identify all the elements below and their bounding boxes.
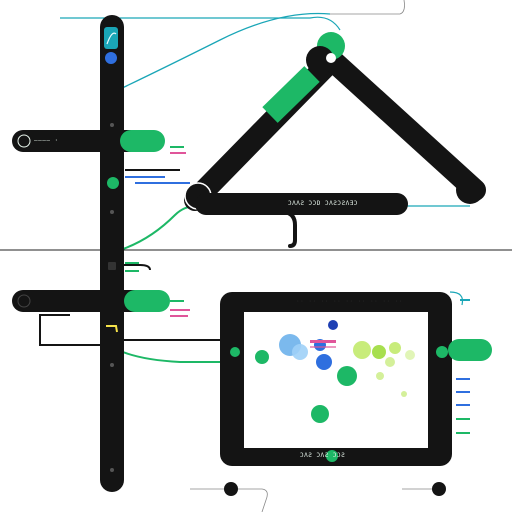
top-right-hairline <box>330 0 405 15</box>
vertical-spine <box>100 15 124 492</box>
bottom-right-dot[interactable] <box>432 482 446 496</box>
green-node-icon[interactable] <box>107 177 119 189</box>
upper-right-knob[interactable] <box>456 176 484 204</box>
apex-node-icon <box>326 53 336 63</box>
tablet-footer-label: ƆΛƧ ƆΛƧ ƆƆƧ <box>300 452 346 459</box>
dark-hook <box>208 208 297 248</box>
leaf-icon[interactable] <box>104 27 118 49</box>
left-pill-lower-green-tail <box>124 290 170 312</box>
map-blobs <box>255 320 415 423</box>
upper-bar-label: ƆΛΛƧ ƆƆD ƆΛƧƆƧΛƎƆ <box>288 200 358 207</box>
left-pill-label: ———— · <box>34 137 59 144</box>
left-pill-upper-green-tail <box>120 130 165 152</box>
color-legend-rows <box>125 146 470 434</box>
spine-dot-low <box>110 363 114 367</box>
right-green-pill[interactable] <box>448 339 492 361</box>
upper-bar[interactable] <box>195 193 408 215</box>
diagonal-arm-green <box>262 66 320 123</box>
diagonal-arm-right <box>321 49 486 201</box>
small-square-icon <box>108 262 116 270</box>
bottom-left-dot[interactable] <box>224 482 238 496</box>
blue-hook <box>449 291 464 306</box>
droplet-icon[interactable] <box>105 52 117 64</box>
left-bracket <box>39 314 110 346</box>
apex-black-knob[interactable] <box>306 46 334 74</box>
bottom-left-hook <box>238 488 268 512</box>
yellow-check-icon <box>106 325 118 333</box>
spine-dot-mid <box>110 210 114 214</box>
tablet-camera-icon <box>230 347 240 357</box>
tablet-screen <box>244 312 428 448</box>
teal-arc-line <box>60 16 341 31</box>
green-lower-cable <box>117 349 230 363</box>
wave-icon[interactable] <box>17 134 31 148</box>
lower-pill-icon <box>17 294 31 308</box>
tablet-side-button-icon[interactable] <box>436 346 448 358</box>
teal-cable <box>117 12 331 91</box>
mid-cable <box>110 264 151 271</box>
tablet-home-icon[interactable] <box>326 450 338 462</box>
tablet-title: ·· ·· ·· ·· ·· ·· ·· ·· ·· <box>296 298 403 305</box>
spine-dot-bottom <box>110 468 114 472</box>
spine-dot-top <box>110 123 114 127</box>
